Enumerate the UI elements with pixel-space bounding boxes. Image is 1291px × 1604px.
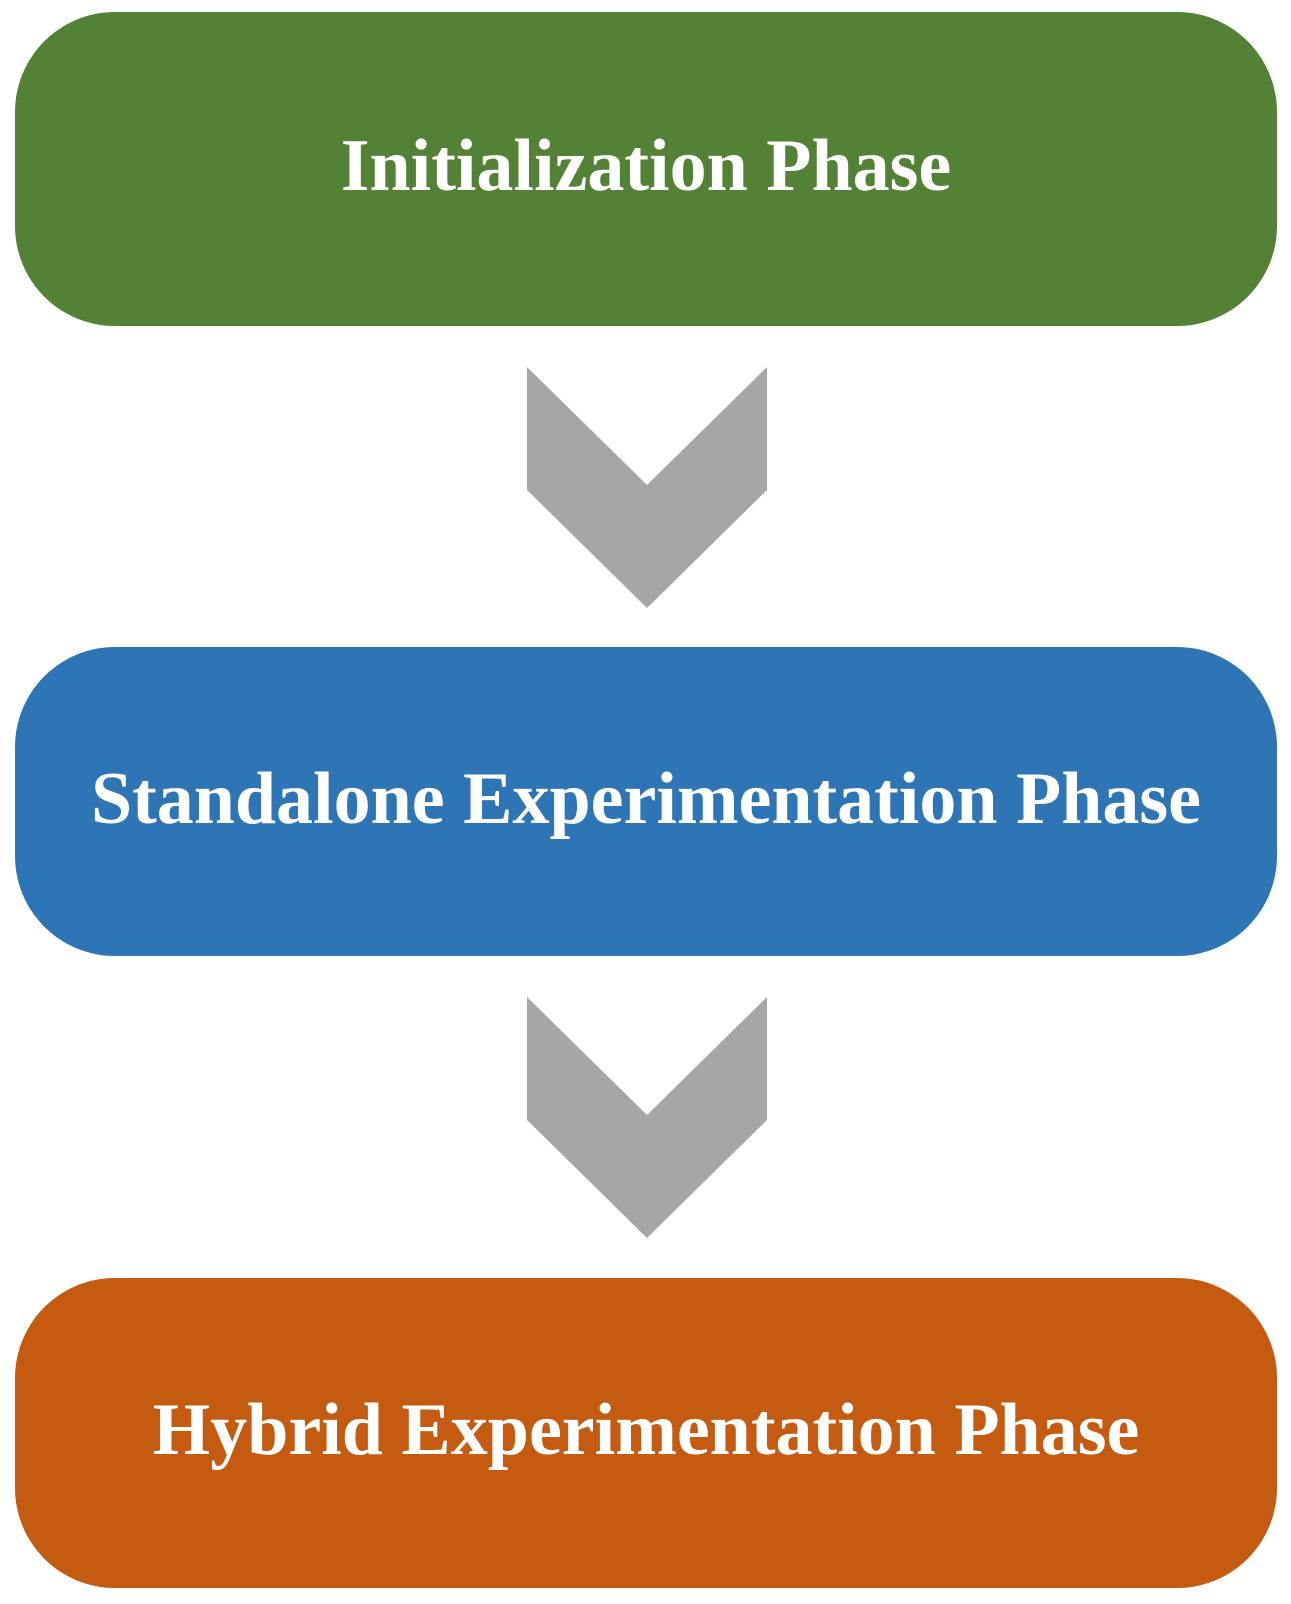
phase-box-standalone-experimentation: Standalone Experimentation Phase [15,647,1277,956]
down-chevron-arrow-icon [527,367,767,608]
down-chevron-arrow-icon [527,997,767,1238]
down-chevron-shape [527,367,767,608]
down-chevron-shape [527,997,767,1238]
phase-label-hybrid-experimentation: Hybrid Experimentation Phase [152,1389,1140,1471]
phase-box-initialization: Initialization Phase [15,12,1277,326]
phase-box-hybrid-experimentation: Hybrid Experimentation Phase [15,1278,1277,1588]
phase-label-standalone-experimentation: Standalone Experimentation Phase [90,757,1202,840]
phase-label-initialization: Initialization Phase [340,125,952,207]
